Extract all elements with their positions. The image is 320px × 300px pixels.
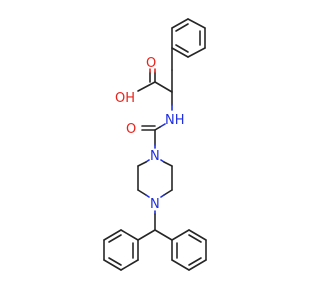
left-phenyl-ring [103,229,139,271]
top-phenyl-ring [171,18,206,58]
bond [120,259,139,271]
bond [171,229,190,241]
amide-nh-label: NH [165,113,185,128]
bond [137,81,156,92]
bond [171,18,189,29]
bond [171,259,190,271]
hydroxyl-label: OH [115,91,135,106]
right-phenyl-ring [171,229,207,271]
bond [145,194,150,198]
bond [171,47,189,58]
bond [163,189,173,196]
bond [187,47,206,58]
bond [103,259,122,271]
double-bond-inner [188,234,202,243]
double-bond-inner [108,234,122,243]
piperazine-n-bottom-label: N [150,197,160,212]
carbonyl-oxygen-label: O [146,56,156,71]
bond [154,229,173,241]
urea-oxygen-label: O [126,122,136,137]
bond [137,229,156,241]
double-bond-inner [175,23,189,32]
bond [120,229,139,241]
bond [160,194,165,198]
bond [159,123,166,128]
double-bond-inner [175,44,189,53]
bond [188,259,207,271]
bond [154,126,161,131]
structure-diagram: O OH NH O N N [103,18,207,271]
double-bond-inner [188,257,202,266]
bond [137,161,147,167]
piperazine-n-top-label: N [150,149,160,164]
double-bond-inner [108,257,122,266]
bond [163,161,173,167]
carboxylic-acid-group: O OH [115,56,173,106]
bond [188,229,207,241]
piperazine-ring: N N [137,149,173,212]
bond [103,229,122,241]
bond [137,189,147,196]
bond [154,81,173,93]
bond [187,18,206,29]
urea-carbonyl: O [126,122,156,137]
